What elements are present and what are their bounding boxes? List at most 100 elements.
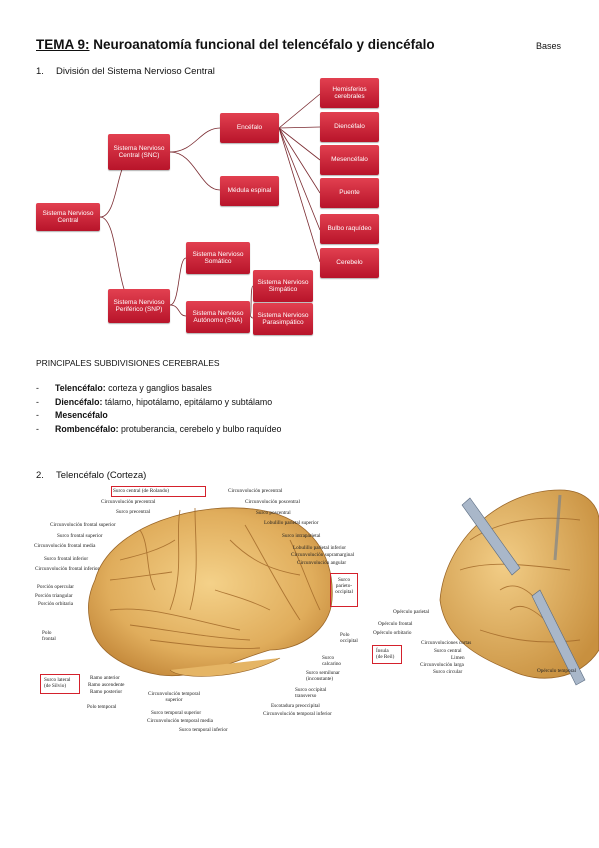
node-encefalo-label: Encéfalo <box>236 124 263 132</box>
node-somatico-label: Sistema Nervioso Somático <box>192 250 244 265</box>
label-circ-supramarginal: Circunvolución supramarginal <box>291 552 355 558</box>
label-circ-larga: Circunvolución larga <box>420 662 464 668</box>
connector-snp-sna <box>169 304 187 317</box>
node-mesencefalo-label: Mesencéfalo <box>331 156 368 164</box>
label-operculo-frontal: Opérculo frontal <box>378 621 413 627</box>
node-snc: Sistema Nervioso Central (SNC) <box>108 134 170 170</box>
node-bulbo-label: Bulbo raquídeo <box>327 225 372 233</box>
label-escotadura: Escotadura preoccipital <box>271 703 320 709</box>
node-autonomo: Sistema Nervioso Autónomo (SNA) <box>186 301 250 333</box>
node-diencefalo-label: Diencéfalo <box>334 123 365 131</box>
node-simpatico: Sistema Nervioso Simpático <box>253 270 313 302</box>
label-circ-temporal-inferior: Circunvolución temporal inferior <box>263 711 332 717</box>
label-surco-calcarino: Surco calcarino <box>322 655 342 667</box>
node-sn-label: Sistema Nervioso Central <box>42 209 94 224</box>
label-insula: Ínsula (de Reil) <box>376 648 395 660</box>
page-title: TEMA 9: Neuroanatomía funcional del tele… <box>36 37 435 52</box>
connector-snc-medula <box>169 151 221 191</box>
list-item: -Mesencéfalo <box>36 410 108 420</box>
connector-enc-bulbo <box>278 127 321 231</box>
label-porcion-triangular: Porción triangular <box>35 593 73 599</box>
highlight-surco-parieto <box>330 573 358 607</box>
label-surco-lateral: Surco lateral (de Silvio) <box>44 677 71 689</box>
label-circ-poscentral: Circunvolución poscentral <box>245 499 300 505</box>
node-cerebelo: Cerebelo <box>320 248 379 278</box>
subject-tag: Bases <box>536 41 562 51</box>
label-porcion-orbitaria: Porción orbitaria <box>38 601 74 607</box>
section-2-heading: 2. Telencéfalo (Corteza) <box>36 470 146 481</box>
section-2-title: Telencéfalo (Corteza) <box>56 470 147 481</box>
connector-sna-simp <box>249 285 254 317</box>
section-2-number: 2. <box>36 470 44 481</box>
node-bulbo: Bulbo raquídeo <box>320 214 379 244</box>
list-item: -Diencéfalo: tálamo, hipotálamo, epitála… <box>36 396 273 407</box>
term: Diencéfalo: <box>55 396 103 407</box>
label-operculo-temporal: Opérculo temporal <box>537 668 577 674</box>
section-1-title: División del Sistema Nervioso Central <box>56 66 215 77</box>
label-polo-frontal: Polo frontal <box>42 630 56 642</box>
node-snc-label: Sistema Nervioso Central (SNC) <box>113 144 165 159</box>
highlight-surco-lateral <box>40 674 80 694</box>
label-operculo-orbitario: Opérculo orbitario <box>373 630 412 636</box>
label-surco-central: Surco central (de Rolando) <box>113 488 170 494</box>
label-circ-frontal-superior: Circunvolución frontal superior <box>50 522 116 528</box>
label-circ-temporal-media: Circunvolución temporal media <box>147 718 213 724</box>
label-ramo-ascendente: Ramo ascendente <box>88 682 125 688</box>
label-surco-frontal-inferior: Surco frontal inferior <box>44 556 89 562</box>
node-hemisferios-label: Hemisferios cerebrales <box>332 85 367 100</box>
term: Telencéfalo: <box>55 383 106 393</box>
label-surco-circular: Surco circular <box>433 669 463 675</box>
connector-snc-encefalo <box>169 127 221 153</box>
subdivisions-list: -Telencéfalo: corteza y ganglios basales… <box>36 382 281 436</box>
label-surco-precentral: Surco precentral <box>116 509 151 515</box>
node-mesencefalo: Mesencéfalo <box>320 145 379 175</box>
node-puente: Puente <box>320 178 379 208</box>
section-1-heading: 1. División del Sistema Nervioso Central <box>36 66 215 77</box>
label-surco-frontal-superior: Surco frontal superior <box>57 533 103 539</box>
label-lobulillo-inf: Lobulillo parietal inferior <box>293 545 347 551</box>
label-surco-temporal-inferior: Surco temporal inferior <box>179 727 228 733</box>
term: Rombencéfalo: <box>55 423 119 434</box>
subdivisions-title: PRINCIPALES SUBDIVISIONES CEREBRALES <box>36 358 220 368</box>
connector-enc-mes <box>278 127 321 161</box>
brain-illustrations <box>88 489 599 686</box>
node-cerebelo-label: Cerebelo <box>336 259 363 267</box>
section-1-number: 1. <box>36 66 44 77</box>
label-surco-occipital: Surco occipital transverso <box>295 687 327 699</box>
connector-enc-puente <box>278 127 321 194</box>
node-medula: Médula espinal <box>220 176 279 206</box>
node-parasimpatico: Sistema Nervioso Parasimpático <box>253 303 313 335</box>
node-encefalo: Encéfalo <box>220 113 279 143</box>
topic-title: Neuroanatomía funcional del telencéfalo … <box>89 37 435 52</box>
label-surco-semilunar: Surco semilunar (inconstante) <box>306 670 340 682</box>
connector-enc-hem <box>278 93 321 129</box>
label-circ-temporal-superior: Circunvolución temporal superior <box>148 691 201 703</box>
node-hemisferios: Hemisferios cerebrales <box>320 78 379 108</box>
node-snp: Sistema Nervioso Periférico (SNP) <box>108 289 170 323</box>
label-limen: Limen <box>451 655 465 661</box>
connector-enc-cerebelo <box>278 127 321 263</box>
connector-enc-dien <box>278 126 321 129</box>
lateral-brain-drawing <box>88 507 333 677</box>
connector-sna-para <box>249 315 254 319</box>
label-circ-frontal-media: Circunvolución frontal media <box>34 543 96 549</box>
label-circ-cortas: Circunvoluciones cortas <box>421 640 472 646</box>
label-polo-temporal: Polo temporal <box>87 704 117 710</box>
label-circ-frontal-inferior: Circunvolución frontal inferior <box>35 566 100 572</box>
label-polo-occipital: Polo occipital <box>340 632 358 644</box>
desc: corteza y ganglios basales <box>105 383 212 393</box>
node-medula-label: Médula espinal <box>227 187 272 195</box>
label-surco-central-r: Surco central <box>434 648 462 654</box>
list-item: -Rombencéfalo: protuberancia, cerebelo y… <box>36 423 282 434</box>
label-surco-intraparietal: Surco intraparietal <box>282 533 321 539</box>
node-snp-label: Sistema Nervioso Periférico (SNP) <box>113 298 165 313</box>
node-puente-label: Puente <box>339 189 360 197</box>
label-ramo-anterior: Ramo anterior <box>90 675 120 681</box>
label-surco-temporal-superior: Surco temporal superior <box>151 710 202 716</box>
label-lobulillo-sup: Lobulillo parietal superior <box>264 520 319 526</box>
node-diencefalo: Diencéfalo <box>320 112 379 142</box>
connector-snp-som <box>169 257 187 306</box>
label-operculo-parietal: Opérculo parietal <box>393 609 430 615</box>
list-item: -Telencéfalo: corteza y ganglios basales <box>36 383 212 393</box>
node-sistema-nervioso: Sistema Nervioso Central <box>36 203 100 231</box>
